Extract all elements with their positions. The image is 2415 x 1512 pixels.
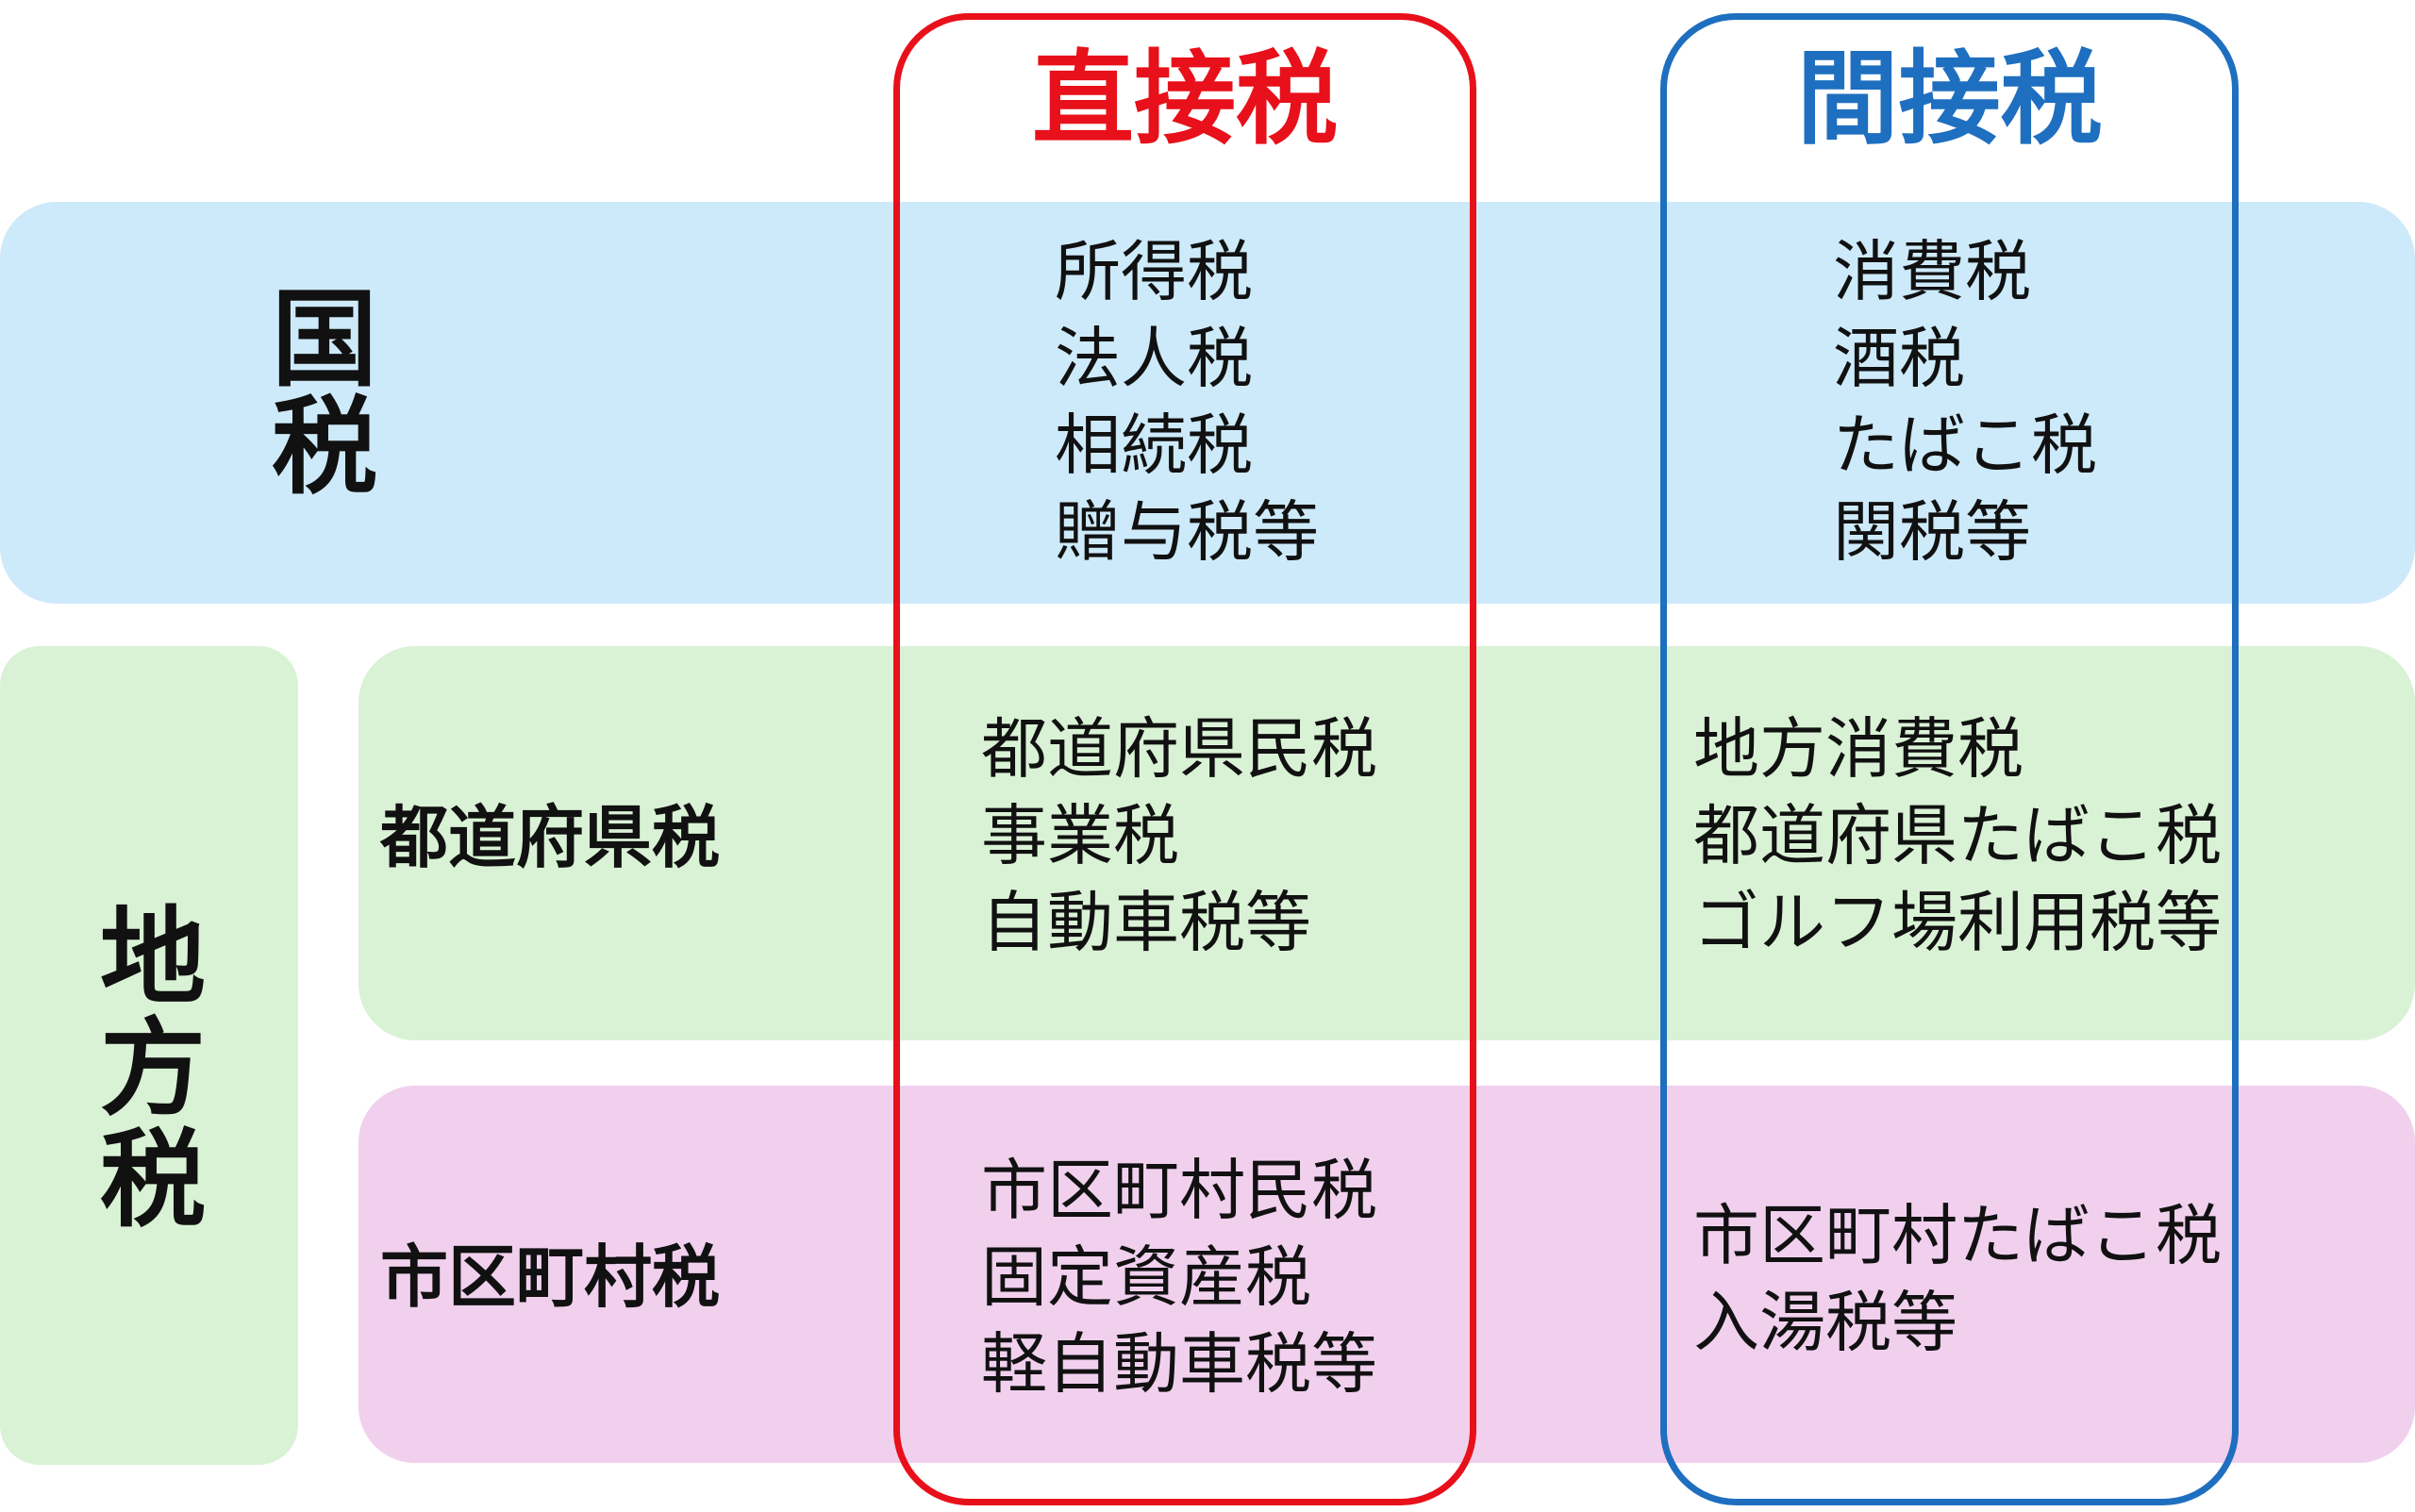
national-indirect-tax-list: 消費税 酒税 たばこ税 関税等 — [1833, 228, 2097, 575]
prefectural-indirect-tax-list: 地方消費税 都道府県たばこ税 ゴルフ場利用税等 — [1693, 706, 2222, 966]
tax-item: 酒税 — [1833, 320, 1965, 397]
indirect-tax-column-frame — [1660, 13, 2239, 1505]
prefectural-direct-tax-list: 都道府県民税 事業税 自動車税等 — [981, 706, 1377, 966]
prefectural-tax-label: 都道府県税 — [380, 798, 721, 877]
tax-item: 都道府県たばこ税 — [1693, 797, 2222, 874]
local-tax-label-band — [0, 646, 298, 1465]
tax-item: 事業税 — [981, 797, 1179, 874]
tax-item: 市区町村民税 — [981, 1152, 1377, 1229]
tax-item: 法人税 — [1055, 320, 1253, 397]
municipal-direct-tax-list: 市区町村民税 固定資産税 軽自動車税等 — [981, 1147, 1377, 1407]
national-direct-tax-list: 所得税 法人税 相続税 贈与税等 — [1055, 228, 1319, 575]
tax-item: 関税等 — [1833, 493, 2031, 571]
local-tax-label: 地方税 — [82, 901, 205, 1235]
national-tax-band — [0, 202, 2415, 604]
tax-item: たばこ税 — [1833, 407, 2097, 484]
municipal-indirect-tax-list: 市区町村たばこ税 入湯税等 — [1693, 1192, 2222, 1366]
tax-item: 市区町村たばこ税 — [1693, 1197, 2222, 1274]
municipal-tax-band — [358, 1086, 2415, 1463]
indirect-tax-heading: 間接税 — [1796, 41, 2103, 158]
municipal-tax-label: 市区町村税 — [380, 1238, 721, 1317]
national-tax-label: 国税 — [254, 283, 376, 498]
prefectural-tax-band — [358, 646, 2415, 1040]
tax-item: 相続税 — [1055, 407, 1253, 484]
tax-item: 都道府県民税 — [981, 710, 1377, 788]
tax-item: ゴルフ場利用税等 — [1693, 884, 2222, 961]
tax-item: 消費税 — [1833, 233, 2031, 310]
tax-item: 固定資産税 — [981, 1238, 1311, 1316]
tax-item: 軽自動車税等 — [981, 1325, 1377, 1403]
tax-item: 所得税 — [1055, 233, 1253, 310]
tax-item: 地方消費税 — [1693, 710, 2024, 788]
tax-item: 自動車税等 — [981, 884, 1311, 961]
tax-item: 入湯税等 — [1693, 1284, 1957, 1361]
direct-tax-heading: 直接税 — [1031, 41, 1338, 158]
tax-item: 贈与税等 — [1055, 493, 1319, 571]
direct-tax-column-frame — [893, 13, 1476, 1505]
